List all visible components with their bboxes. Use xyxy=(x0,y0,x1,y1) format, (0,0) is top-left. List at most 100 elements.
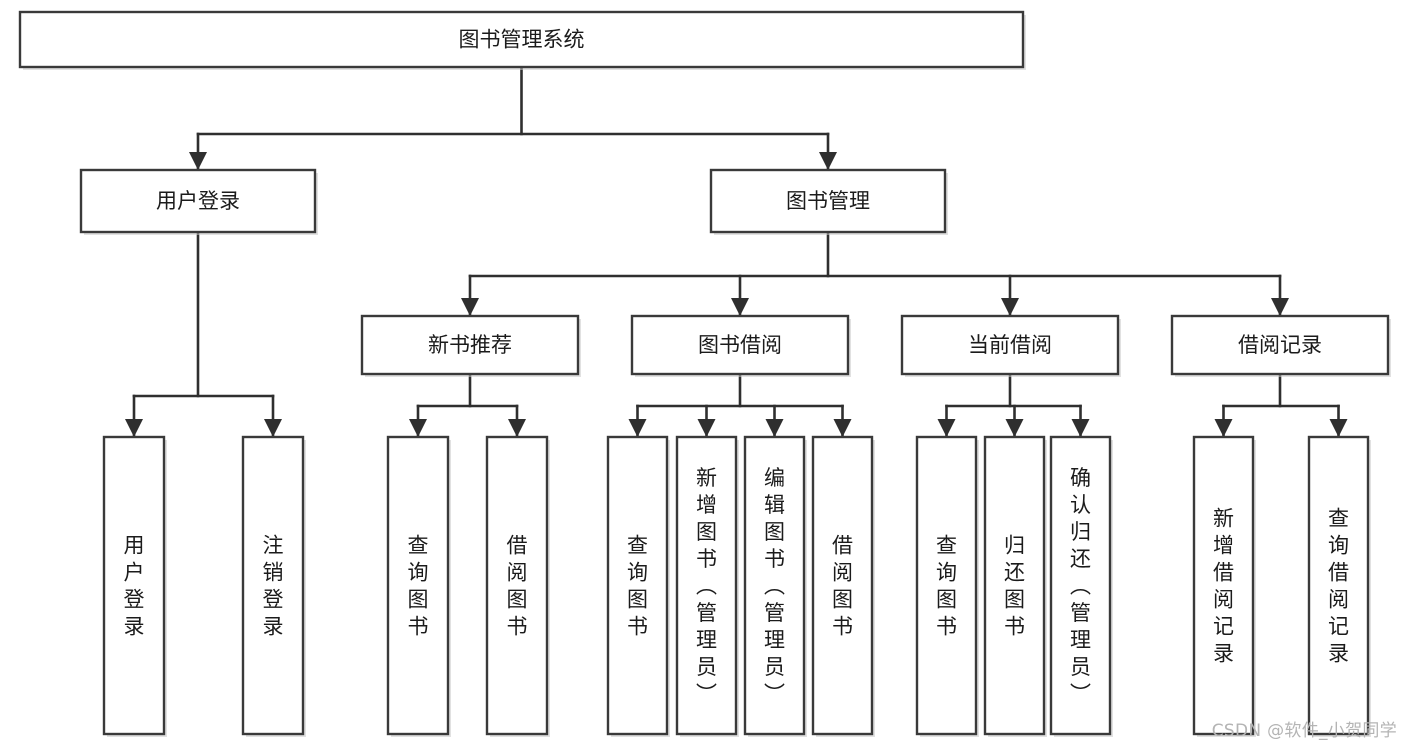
node-rect[interactable] xyxy=(1170,314,1390,376)
node-label-char: 书 xyxy=(936,615,957,639)
arrow-head-icon xyxy=(508,419,526,437)
node-label: 新书推荐 xyxy=(428,333,512,357)
node-leaf-user-login[interactable]: 用户登录 xyxy=(102,435,167,737)
arrow-head-icon xyxy=(628,419,647,437)
arrow-head-icon xyxy=(765,419,784,437)
node-label-char: ︶ xyxy=(1070,682,1091,706)
node-rect[interactable] xyxy=(709,168,947,234)
arrow-head-icon xyxy=(833,419,852,437)
node-label-char: 员 xyxy=(764,655,785,679)
node-label-char: 借 xyxy=(1213,561,1234,585)
node-label-char: 阅 xyxy=(832,561,853,585)
node-label-char: 图 xyxy=(627,588,648,612)
node-label-char: 询 xyxy=(936,561,957,585)
node-label-char: 录 xyxy=(124,615,145,639)
node-label-char: ︶ xyxy=(696,682,717,706)
node-rect[interactable] xyxy=(241,435,305,736)
node-rect[interactable] xyxy=(630,314,850,376)
node-label-char: 书 xyxy=(696,547,717,571)
arrow-head-icon xyxy=(1071,419,1090,437)
arrow-head-icon xyxy=(937,419,956,437)
node-book-management[interactable]: 图书管理 xyxy=(709,168,948,235)
arrow-head-icon xyxy=(697,419,716,437)
node-label-char: 注 xyxy=(263,534,284,558)
arrow-head-icon xyxy=(264,419,282,437)
node-book-borrow[interactable]: 图书借阅 xyxy=(630,314,851,377)
node-label-char: 询 xyxy=(408,561,429,585)
node-label-char: 增 xyxy=(1213,534,1234,558)
node-label-char: 归 xyxy=(1004,534,1025,558)
node-label-char: 归 xyxy=(1070,520,1091,544)
node-label-char: 增 xyxy=(696,493,717,517)
node-label-char: 图 xyxy=(832,588,853,612)
arrow-head-icon xyxy=(189,152,207,170)
node-label-char: 书 xyxy=(1004,615,1025,639)
node-label: 用户登录 xyxy=(156,189,240,213)
node-rect[interactable] xyxy=(18,10,1025,69)
node-label: 图书借阅 xyxy=(698,333,782,357)
node-label-char: 还 xyxy=(1004,561,1025,585)
node-rect[interactable] xyxy=(743,435,806,736)
node-rect[interactable] xyxy=(485,435,549,736)
node-rect[interactable] xyxy=(675,435,738,736)
node-label-char: 还 xyxy=(1070,547,1091,571)
node-label: 当前借阅 xyxy=(968,333,1052,357)
node-label-char: 记 xyxy=(1213,615,1234,639)
node-label: 图书管理系统 xyxy=(459,28,585,52)
node-rect[interactable] xyxy=(811,435,874,736)
node-label-char: 查 xyxy=(408,534,429,558)
arrow-head-icon xyxy=(125,419,143,437)
node-label-char: 编 xyxy=(764,466,785,490)
arrow-head-icon xyxy=(1214,419,1233,437)
node-borrow-records[interactable]: 借阅记录 xyxy=(1170,314,1391,377)
node-rect[interactable] xyxy=(1307,435,1370,736)
node-label-char: 借 xyxy=(832,534,853,558)
node-rect[interactable] xyxy=(1192,435,1255,736)
node-label-char: 查 xyxy=(936,534,957,558)
node-label-char: ︶ xyxy=(764,682,785,706)
arrow-head-icon xyxy=(1271,298,1289,316)
node-rect[interactable] xyxy=(1049,435,1112,736)
node-root[interactable]: 图书管理系统 xyxy=(18,10,1026,70)
node-label-char: ︵ xyxy=(696,574,717,598)
node-rect[interactable] xyxy=(983,435,1046,736)
watermark-label: CSDN @软件_小贺同学 xyxy=(1211,721,1397,741)
node-rect[interactable] xyxy=(79,168,317,234)
node-rect[interactable] xyxy=(386,435,450,736)
node-rect[interactable] xyxy=(915,435,978,736)
node-label-char: 图 xyxy=(507,588,528,612)
node-user-login[interactable]: 用户登录 xyxy=(79,168,318,235)
node-label-char: 图 xyxy=(408,588,429,612)
node-label-char: 管 xyxy=(1070,601,1091,625)
node-label-char: 员 xyxy=(1070,655,1091,679)
node-label-char: 阅 xyxy=(1328,588,1349,612)
arrow-head-icon xyxy=(1001,298,1019,316)
node-label-char: 询 xyxy=(1328,534,1349,558)
node-label-char: 阅 xyxy=(507,561,528,585)
node-rect[interactable] xyxy=(360,314,580,376)
node-rect[interactable] xyxy=(900,314,1120,376)
node-label-char: 销 xyxy=(263,561,284,585)
node-label-char: 询 xyxy=(627,561,648,585)
node-new-book-recommend[interactable]: 新书推荐 xyxy=(360,314,581,377)
node-label-char: 新 xyxy=(1213,507,1234,531)
node-rect[interactable] xyxy=(606,435,669,736)
node-current-borrow[interactable]: 当前借阅 xyxy=(900,314,1121,377)
node-label-char: 记 xyxy=(1328,615,1349,639)
node-label: 图书管理 xyxy=(786,189,870,213)
node-rect[interactable] xyxy=(102,435,166,736)
node-label-char: 理 xyxy=(764,628,785,652)
